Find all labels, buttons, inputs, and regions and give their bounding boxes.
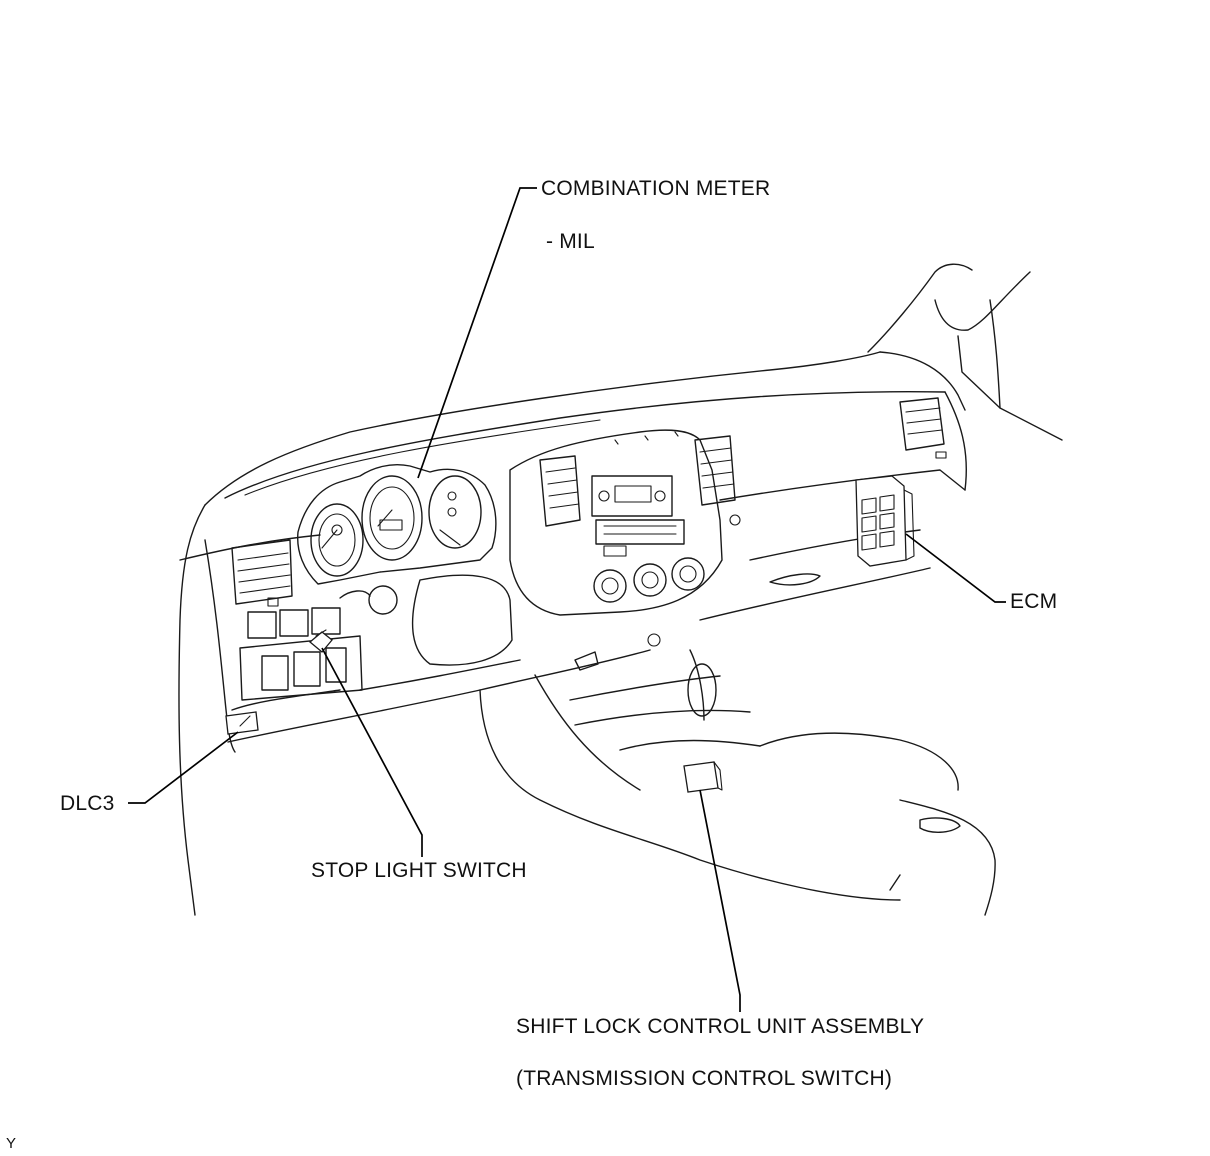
center-console — [479, 633, 996, 916]
lower-dash-edge — [227, 649, 651, 743]
center-stack — [509, 429, 741, 616]
left-air-vent — [231, 539, 293, 605]
label-dlc3: DLC3 — [60, 792, 115, 815]
right-dashboard — [699, 391, 967, 621]
leader-lines — [128, 187, 1006, 1012]
left-switch-panel — [239, 597, 363, 701]
dashboard-left-side — [178, 504, 321, 916]
a-pillar — [867, 263, 1063, 441]
label-mil: - MIL — [546, 230, 595, 253]
leader-ecm — [905, 533, 1006, 603]
label-ecm: ECM — [1010, 590, 1058, 613]
combination-meter-cluster — [297, 464, 497, 585]
label-stop-light-switch: STOP LIGHT SWITCH — [311, 859, 527, 882]
leader-shift-lock — [699, 789, 741, 1012]
ecm-unit — [855, 475, 915, 567]
stop-light-switch-part — [308, 629, 333, 653]
label-shift-lock-line1: SHIFT LOCK CONTROL UNIT ASSEMBLY — [516, 1015, 925, 1038]
dlc3-connector — [225, 689, 341, 735]
leader-dlc3 — [128, 731, 239, 804]
leader-stop-light-switch — [321, 647, 423, 857]
steering-column — [339, 574, 513, 666]
dashboard-top — [204, 351, 966, 506]
leader-combination-meter — [417, 187, 537, 479]
figure-code: Y — [6, 1135, 17, 1152]
label-shift-lock-line2: (TRANSMISSION CONTROL SWITCH) — [516, 1067, 893, 1090]
label-combination-meter: COMBINATION METER — [541, 177, 771, 200]
